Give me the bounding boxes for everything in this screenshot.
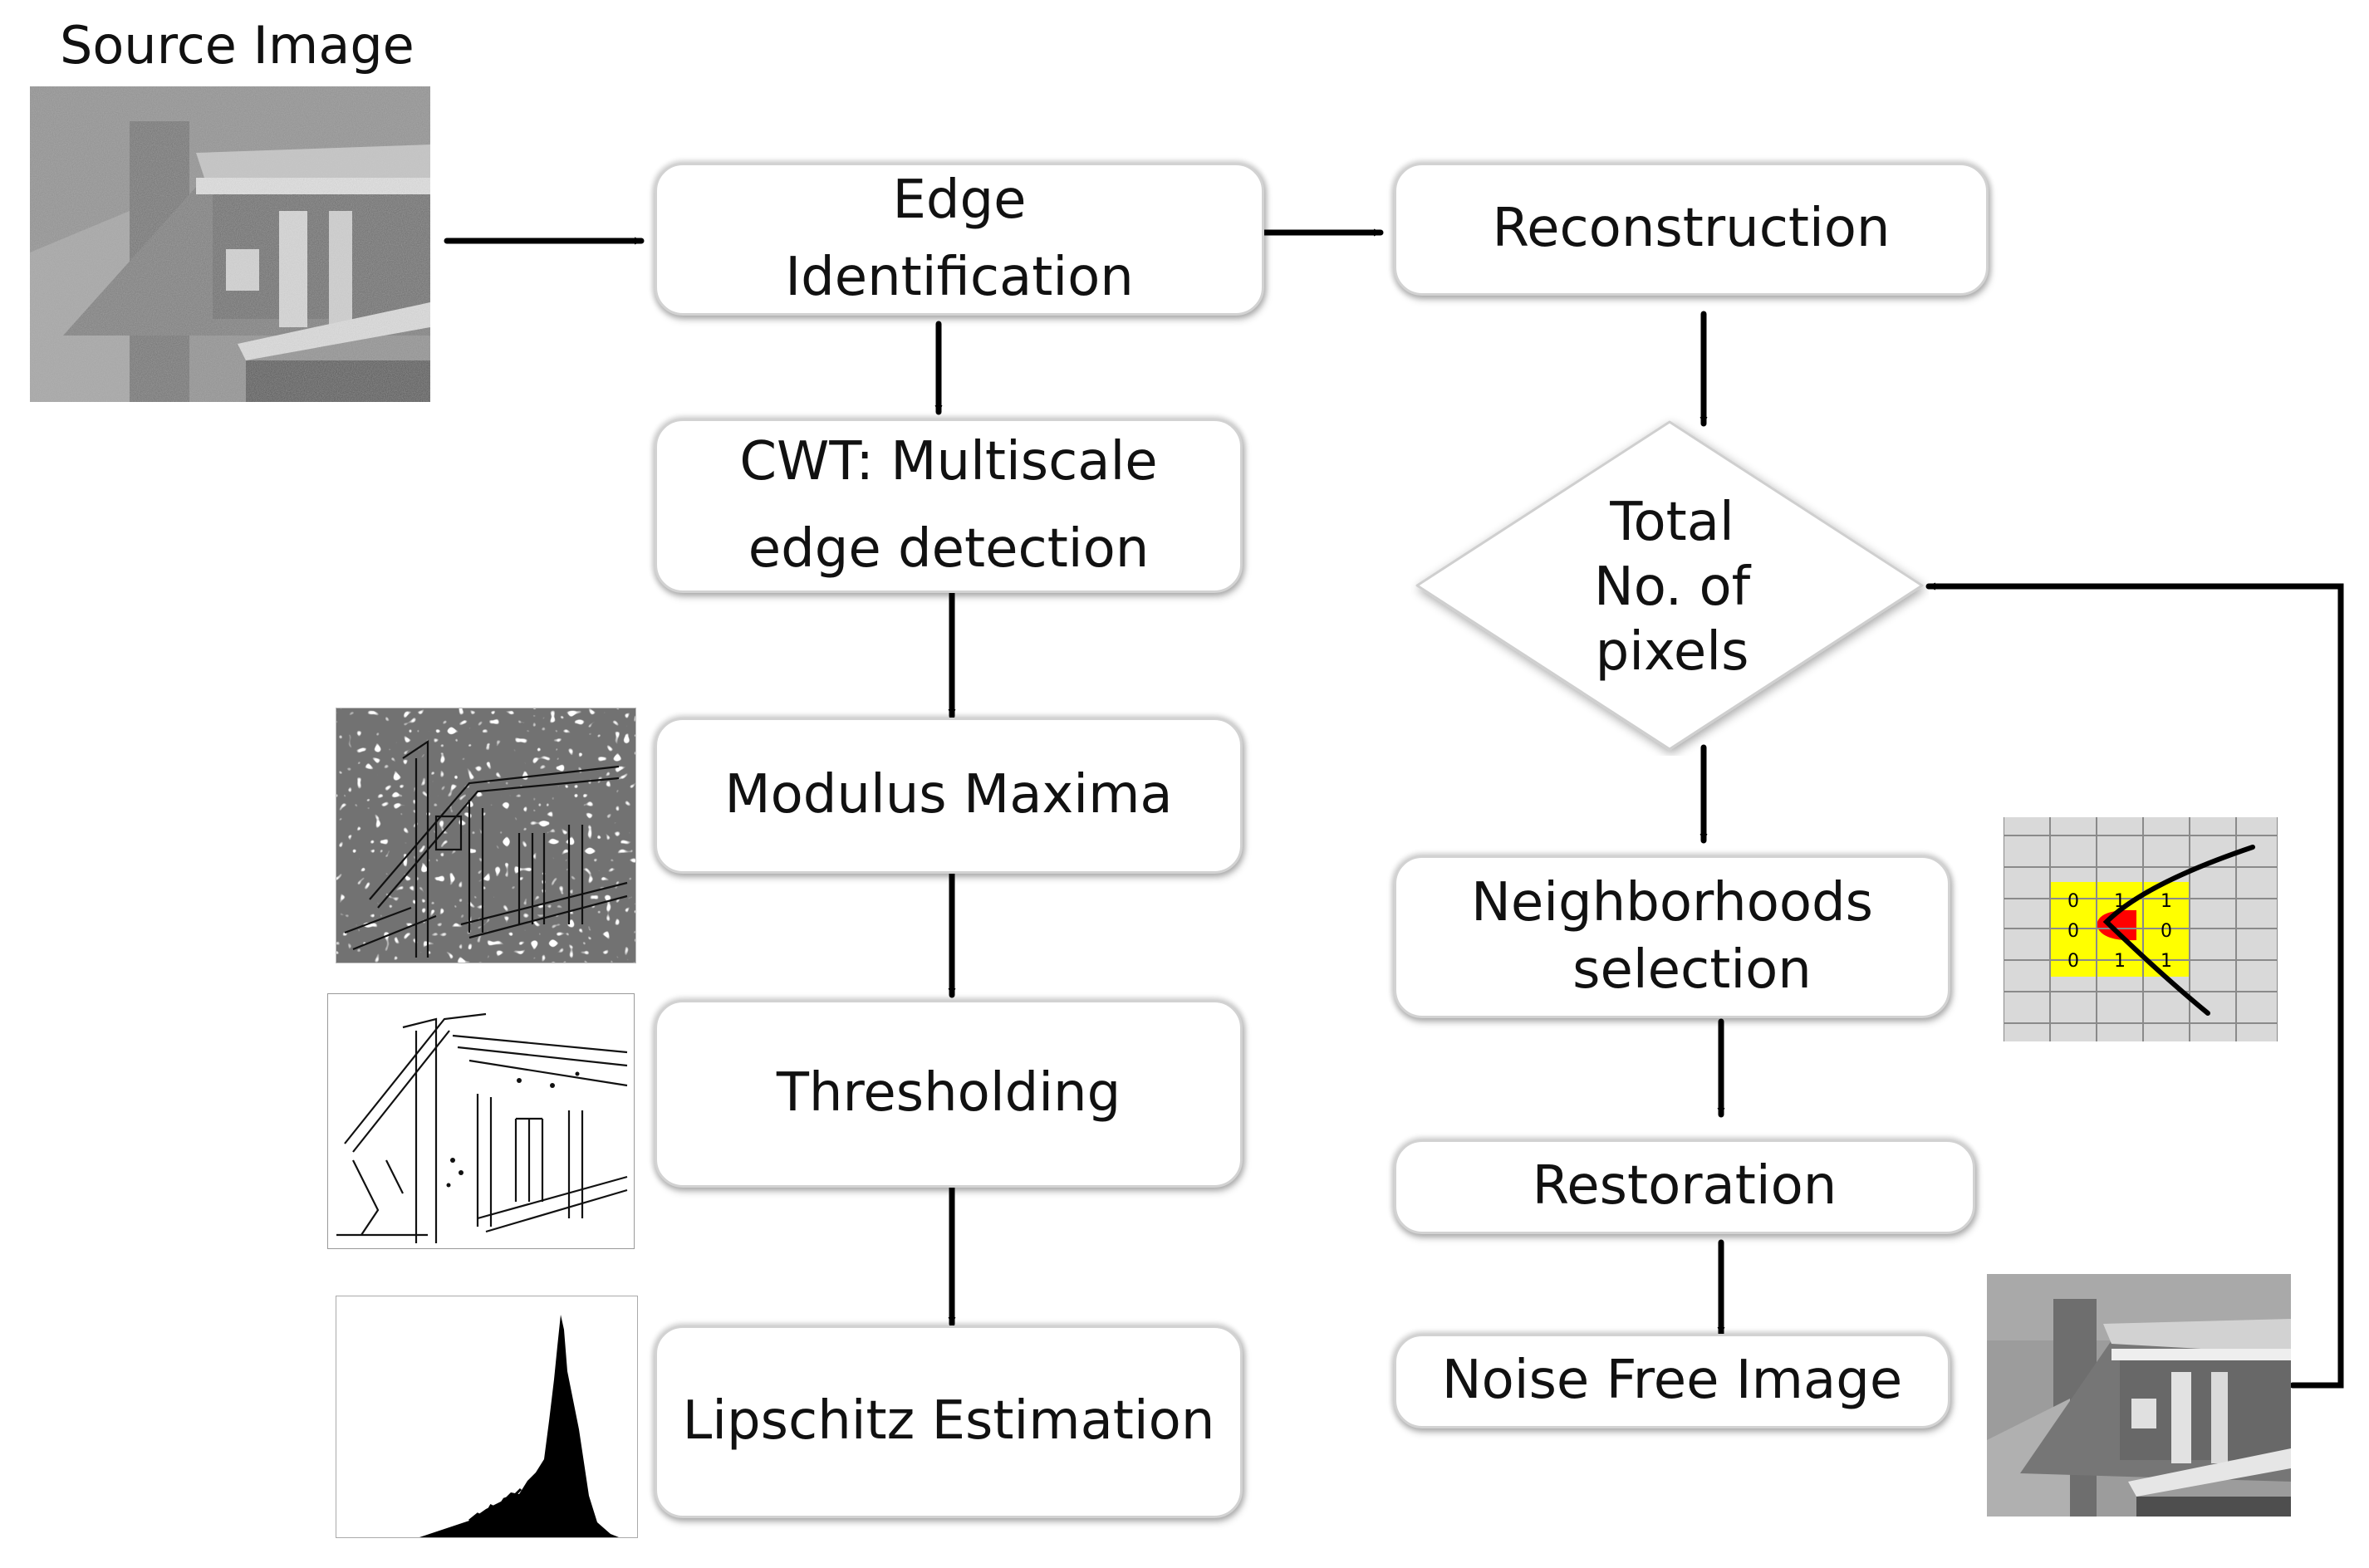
node-cwt: CWT: Multiscale edge detection (655, 419, 1243, 593)
neighborhood-grid-image: 0 1 1 0 0 0 1 1 (2004, 817, 2278, 1041)
node-reconstruction-label: Reconstruction (1492, 198, 1891, 260)
source-image-caption: Source Image (60, 15, 414, 76)
grid-cell-8: 1 (2114, 951, 2126, 972)
node-thresholding: Thresholding (655, 1000, 1243, 1188)
node-thresholding-label: Thresholding (776, 1062, 1121, 1125)
grid-cell-4: 0 (2067, 921, 2079, 942)
histogram-icon (419, 1315, 619, 1537)
node-lipschitz-label: Lipschitz Estimation (682, 1390, 1215, 1453)
source-image (30, 86, 430, 402)
grid-cell-1: 0 (2067, 891, 2079, 912)
node-modulus-maxima-label: Modulus Maxima (724, 764, 1173, 826)
grid-cell-7: 0 (2067, 951, 2079, 972)
node-edge-identification-line2: Identification (785, 247, 1134, 308)
grid-cell-6: 0 (2161, 921, 2172, 942)
pixel-neighborhood-icon: 0 1 1 0 0 0 1 1 (2004, 817, 2278, 1041)
node-cwt-line1: CWT: Multiscale (739, 431, 1158, 493)
node-neighborhoods-line1: Neighborhoods (1470, 872, 1874, 934)
noise-free-image (1987, 1274, 2291, 1517)
threshold-image (327, 993, 635, 1249)
grid-cell-9: 1 (2161, 951, 2172, 972)
node-noise-free: Noise Free Image (1394, 1334, 1950, 1428)
node-lipschitz: Lipschitz Estimation (655, 1325, 1243, 1518)
clean-house-icon (1987, 1274, 2291, 1517)
decision-label-line1: Total (1610, 492, 1734, 553)
node-neighborhoods-line2: selection (1572, 939, 1812, 1001)
arrow-feedback-loop (1925, 586, 2344, 1389)
decision-label: Total No. of pixels (1568, 490, 1776, 684)
modulus-maxima-image (336, 708, 636, 963)
node-modulus-maxima: Modulus Maxima (655, 718, 1243, 874)
node-edge-identification-line1: Edge (892, 169, 1027, 231)
grid-cell-3: 1 (2161, 891, 2172, 912)
edge-contour-icon (336, 708, 635, 963)
node-reconstruction: Reconstruction (1394, 163, 1989, 296)
decision-label-line2: No. of (1593, 556, 1751, 619)
node-restoration-label: Restoration (1532, 1155, 1837, 1218)
node-cwt-line2: edge detection (748, 518, 1150, 580)
node-noise-free-label: Noise Free Image (1441, 1350, 1903, 1412)
node-restoration: Restoration (1394, 1139, 1975, 1234)
decision-diamond (1415, 420, 1924, 751)
histogram-image (336, 1296, 638, 1538)
decision-label-line3: pixels (1595, 621, 1749, 684)
noisy-house-icon (30, 86, 430, 402)
thresholded-edge-icon (336, 1012, 628, 1243)
